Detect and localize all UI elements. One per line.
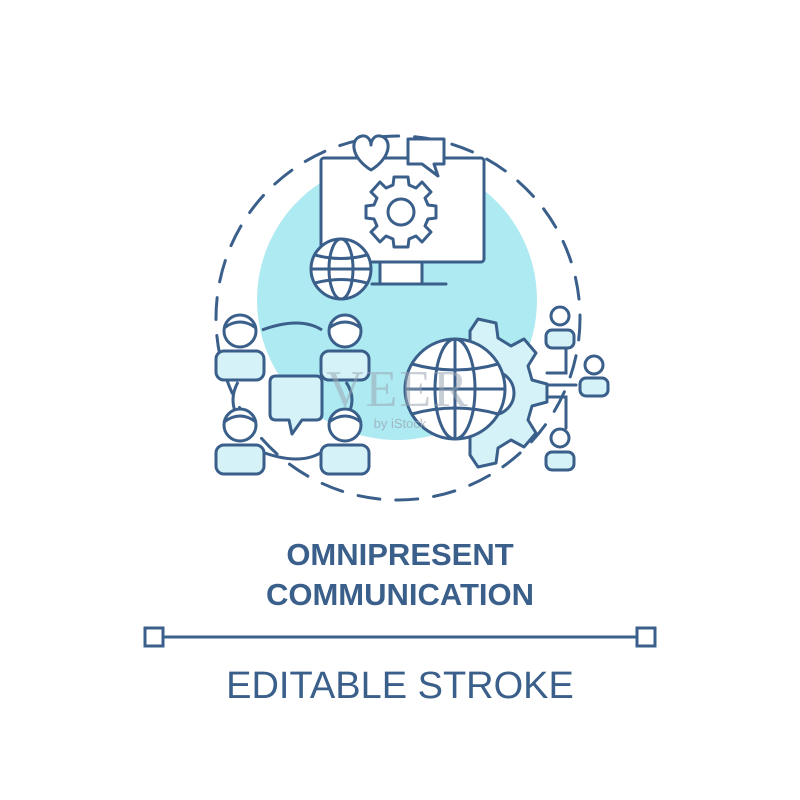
network-user-icon	[578, 354, 610, 398]
settings-gear-icon	[364, 175, 438, 249]
network-user-icon	[544, 427, 576, 472]
stroke-handle-left	[143, 626, 165, 648]
editable-stroke-line	[143, 626, 657, 648]
person-icon	[319, 313, 371, 382]
global-network-gear-icon	[403, 317, 549, 469]
subtitle: EDITABLE STROKE	[226, 665, 574, 707]
person-icon	[214, 313, 266, 382]
globe-icon	[309, 237, 373, 301]
watermark-byline: by iStock	[374, 416, 427, 431]
person-icon	[319, 407, 371, 476]
title-line-1: OMNIPRESENT	[286, 537, 513, 572]
dashed-orbit-circle	[214, 134, 582, 502]
title-line-2: COMMUNICATION	[266, 577, 534, 612]
chat-bubble-icon	[406, 137, 446, 178]
network-user-icon	[544, 305, 576, 350]
heart-icon	[352, 134, 390, 172]
people-group	[214, 313, 371, 476]
speech-bubble-icon	[268, 374, 324, 436]
person-icon	[214, 407, 266, 476]
network-connections	[545, 344, 578, 430]
stroke-handle-right	[635, 626, 657, 648]
watermark-brand: VEER	[326, 361, 470, 418]
